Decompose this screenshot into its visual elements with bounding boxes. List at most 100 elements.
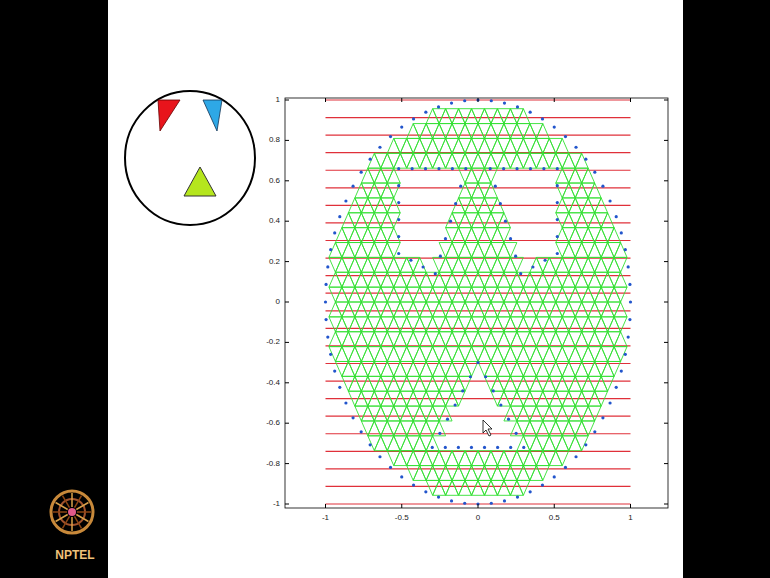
mesh-edge (413, 391, 426, 392)
mesh-edge (543, 272, 556, 273)
mesh-edge (394, 302, 400, 317)
mesh-edge (368, 257, 374, 272)
mesh-edge (439, 450, 452, 451)
mesh-edge (355, 391, 361, 406)
mesh-edge (562, 376, 568, 391)
mesh-edge (459, 228, 465, 243)
mesh-edge (381, 243, 387, 258)
mesh-edge (497, 317, 503, 332)
mesh-edge (601, 257, 614, 258)
mesh-edge (491, 361, 497, 376)
mesh-edge (374, 317, 380, 332)
mesh-edge (413, 466, 419, 481)
mesh-edge (484, 451, 490, 466)
mesh-edge (491, 213, 497, 228)
mesh-edge (452, 480, 458, 495)
mesh-edge (342, 228, 348, 243)
mesh-edge (361, 287, 367, 302)
mesh-edge (368, 287, 381, 288)
mesh-edge (374, 332, 380, 347)
mesh-edge (433, 347, 439, 362)
mesh-edge (465, 332, 471, 347)
mesh-edge (387, 272, 400, 273)
mesh-edge (582, 287, 588, 302)
mesh-edge (562, 451, 568, 466)
mesh-edge (575, 228, 581, 243)
mesh-edge (426, 317, 432, 332)
mesh-edge (433, 302, 439, 317)
mesh-edge (459, 451, 465, 466)
mesh-edge (433, 406, 439, 421)
mesh-edge (355, 316, 368, 317)
mesh-edge (381, 287, 394, 288)
mesh-edge (504, 361, 510, 376)
mesh-edge (478, 212, 491, 213)
mesh-edge (465, 451, 471, 466)
mesh-edge (504, 451, 510, 466)
mesh-edge (400, 391, 413, 392)
mesh-edge (459, 257, 465, 272)
mesh-edge (381, 376, 394, 377)
mesh-edge (556, 436, 562, 451)
mesh-edge (510, 480, 516, 495)
mesh-edge (407, 257, 413, 272)
mesh-edge (439, 347, 445, 362)
mesh-edge (510, 480, 516, 495)
mesh-edge (517, 406, 523, 421)
mesh-edge (452, 332, 458, 347)
mesh-edge (601, 243, 607, 258)
mesh-edge (368, 391, 374, 406)
mesh-edge (361, 347, 367, 362)
mesh-edge (368, 406, 381, 407)
mesh-edge (478, 242, 491, 243)
mesh-edge (452, 272, 465, 273)
mesh-edge (523, 287, 536, 288)
mesh-edge (368, 227, 381, 228)
mesh-edge (484, 346, 497, 347)
mesh-edge (465, 302, 471, 317)
mesh-edge (517, 421, 523, 436)
mesh-edge (459, 228, 465, 243)
mesh-edge (530, 451, 536, 466)
mesh-edge (595, 361, 608, 362)
mesh-edge (420, 332, 426, 347)
mesh-edge (504, 347, 510, 362)
mesh-edge (452, 272, 465, 273)
mesh-edge (394, 287, 400, 302)
mesh-edge (497, 376, 503, 391)
mesh-edge (342, 347, 348, 362)
mesh-edge (601, 257, 607, 272)
mesh-edge (484, 347, 490, 362)
mesh-edge (446, 287, 452, 302)
mesh-edge (491, 243, 497, 258)
mesh-edge (478, 272, 484, 287)
mesh-edge (543, 331, 556, 332)
mesh-edge (497, 227, 510, 228)
mesh-edge (361, 421, 367, 436)
mesh-edge (472, 332, 478, 347)
mesh-edge (342, 376, 348, 391)
mesh-edge (556, 257, 562, 272)
mesh-edge (523, 272, 529, 287)
mesh-edge (452, 287, 458, 302)
mesh-edge (504, 376, 510, 391)
mesh-edge (361, 420, 374, 421)
mesh-edge (381, 213, 387, 228)
mesh-edge (472, 197, 485, 198)
mesh-edge (452, 272, 458, 287)
mesh-edge (433, 421, 439, 436)
mesh-edge (491, 272, 497, 287)
mesh-edge (621, 243, 627, 258)
mesh-edge (549, 436, 555, 451)
mesh-edge (562, 391, 568, 406)
mesh-edge (361, 317, 367, 332)
mesh-edge (446, 361, 452, 376)
mesh-edge (510, 466, 516, 481)
mesh-edge (407, 391, 413, 406)
mesh-edge (400, 421, 406, 436)
mesh-edge (543, 287, 549, 302)
mesh-edge (387, 450, 400, 451)
scan-line (326, 222, 631, 223)
mesh-edge (335, 361, 348, 362)
mesh-edge (530, 391, 536, 406)
